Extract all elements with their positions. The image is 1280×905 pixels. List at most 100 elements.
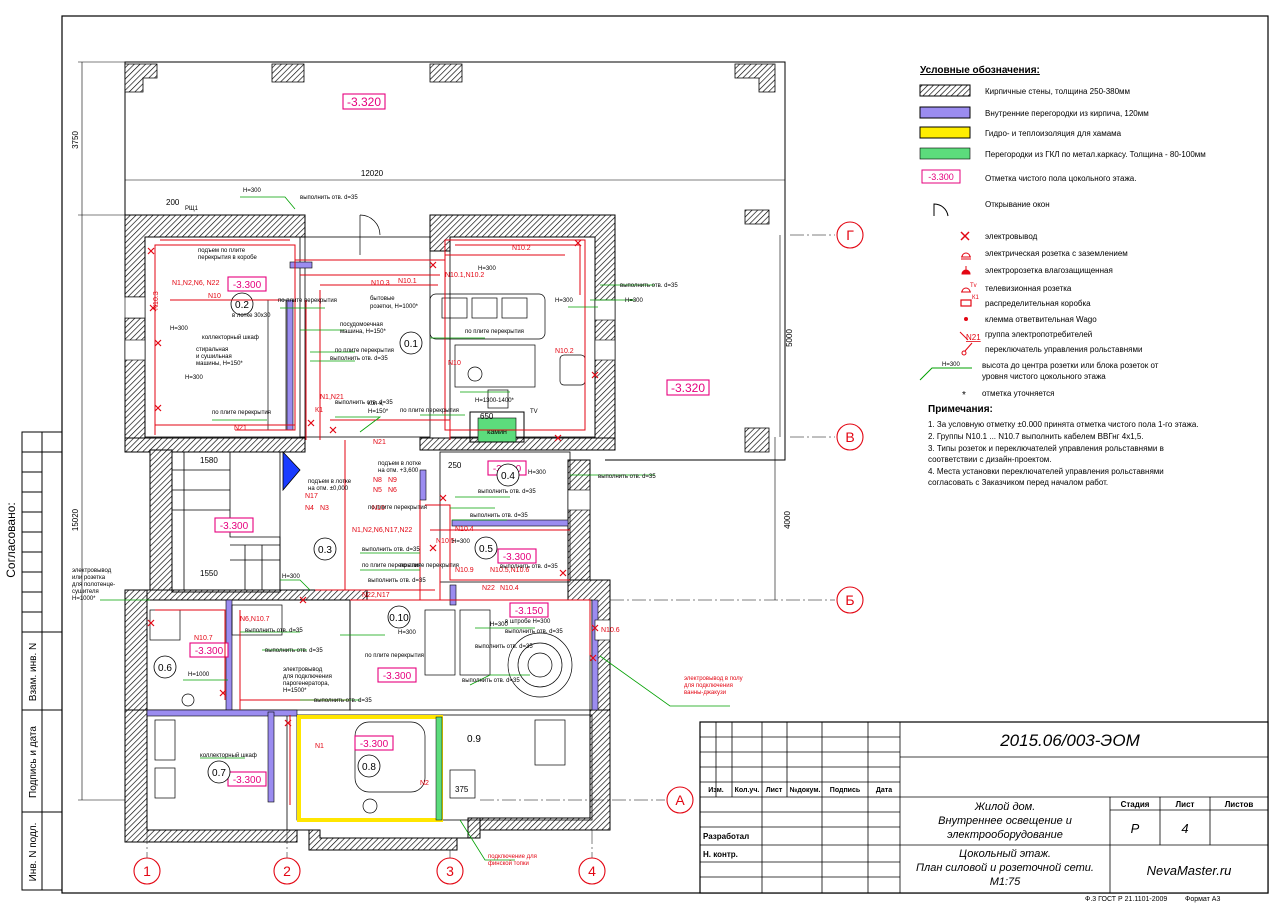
axis-3-label: 3 <box>446 863 454 879</box>
note-po-plite6: по плите перекрытия <box>368 505 427 511</box>
object-line1: Жилой дом. <box>974 801 1036 813</box>
legend-wago: клемма ответвительная Wago <box>985 315 1097 324</box>
note-elektr5: Н=1000* <box>72 596 96 602</box>
axis-2-label: 2 <box>283 863 291 879</box>
note-vanna2: для подключения <box>684 683 733 689</box>
axis-v <box>836 423 864 451</box>
note-vyp35p: выполнить отв. d=35 <box>462 678 520 684</box>
note-parogen3: парогенератора, <box>283 681 330 687</box>
note-elektr4: сушителя <box>72 589 99 595</box>
note-h300b: Н=300 <box>170 326 189 332</box>
object-line3: электрооборудование <box>947 829 1063 841</box>
junction-box-icon <box>960 299 972 307</box>
axis-1 <box>133 857 161 885</box>
note-podem-plita: подъем по плите <box>198 248 246 254</box>
circuit-n103: N10.3 <box>153 291 160 310</box>
note-h300d: Н=300 <box>555 298 574 304</box>
note-po-plite3: по плите перекрытия <box>212 410 271 416</box>
stamp-sheets-h: Листов <box>1225 800 1254 809</box>
star-icon: * <box>962 390 966 401</box>
note-vyp35f: выполнить отв. d=35 <box>598 474 656 480</box>
legend-gkl: Перегородки из ГКЛ по метал.каркасу. Тол… <box>985 150 1206 159</box>
note-h300f: Н=300 <box>478 266 497 272</box>
circuit-n10c: N10 <box>372 505 385 512</box>
circuit-n106: N10.6 <box>601 627 620 634</box>
axis-2 <box>273 857 301 885</box>
legend-box-sym: К1 <box>972 295 979 301</box>
stamp-h-kol: Кол.уч. <box>735 787 760 794</box>
fireplace-label: камин <box>487 429 507 436</box>
switch-icon <box>961 342 973 356</box>
level-room06: -3.300 <box>195 646 224 657</box>
company-name: NevaMaster.ru <box>1147 863 1232 878</box>
note-h300k: Н=300 <box>490 622 509 628</box>
fireplace: камин <box>469 411 525 443</box>
axis-a-label: А <box>675 792 685 808</box>
axis-4 <box>578 857 606 885</box>
remark-2: 2. Группы N10.1 ... N10.7 выполнить кабе… <box>928 432 1144 441</box>
note-h300h: Н=300 <box>452 539 471 545</box>
note-finsk2: финской топки <box>488 860 529 867</box>
axis-b <box>836 586 864 614</box>
object-line2: Внутреннее освещение и <box>938 815 1072 827</box>
note-podem-lotke2: подъем в лотке <box>308 479 352 485</box>
footer-format: Формат А3 <box>1185 896 1220 903</box>
level-room08: -3.300 <box>360 739 389 750</box>
tv-socket-icon <box>961 287 971 293</box>
note-kolkv: кол-к, <box>368 401 384 407</box>
stamp-stage-h: Стадия <box>1121 800 1150 809</box>
legend-title: Условные обозначения: <box>920 64 1040 76</box>
room-04: 0.4 <box>501 471 515 482</box>
footer-gost: Ф.3 ГОСТ Р 21.1101-2009 <box>1085 896 1167 903</box>
stamp-control: Н. контр. <box>703 850 738 859</box>
note-h300a: Н=300 <box>243 188 262 194</box>
dim-200: 200 <box>166 198 180 207</box>
remark-3b: соответствии с дизайн-проектом. <box>928 455 1052 464</box>
axis-3 <box>436 857 464 885</box>
circuit-n105: N10.5 <box>436 538 455 545</box>
note-po-plite9: по плите перекрытия <box>365 653 424 659</box>
legend-brick: Кирпичные стены, толщина 250-380мм <box>985 87 1130 96</box>
note-bytovye: бытовые <box>370 296 395 302</box>
note-vyp35o: выполнить отв. d=35 <box>314 698 372 704</box>
note-i-sushil: и сушильная <box>196 354 232 360</box>
circuit-n102b: N10.2 <box>555 348 574 355</box>
legend-switch: переключатель управления рольставнями <box>985 345 1142 354</box>
dim-3750: 3750 <box>71 131 80 149</box>
wago-icon <box>964 317 968 321</box>
note-mashin: машины, Н=150* <box>196 361 243 367</box>
note-vyp35b: выполнить отв. d=35 <box>330 356 388 362</box>
dim-4000: 4000 <box>783 511 792 529</box>
note-vanna3: ванны-джакузи <box>684 690 726 696</box>
dim-5000: 5000 <box>785 329 794 347</box>
inv-podl-label: Инв. N подл. <box>28 823 39 882</box>
note-vanna1: электровывод в полу <box>684 676 743 682</box>
title-line2: План силовой и розеточной сети. <box>916 862 1094 874</box>
axis-1-label: 1 <box>143 863 151 879</box>
legend-gkl-swatch <box>919 147 971 160</box>
note-po-plite4: по плите перекрытия <box>400 408 459 414</box>
note-po-plite7: по плите перекрытия <box>362 563 421 569</box>
circuit-n10104: N10.4 <box>500 585 519 592</box>
legend-socket-wet: электророзетка влагозащищенная <box>985 266 1113 275</box>
circuit-k1: К1 <box>315 407 323 414</box>
room-07: 0.7 <box>212 768 226 779</box>
note-h300g: Н=300 <box>528 470 547 476</box>
circuit-n102a: N10.2 <box>512 245 531 252</box>
note-stiral: стиральная <box>196 347 228 353</box>
room-03: 0.3 <box>318 545 332 556</box>
note-h13001400: Н=1300-1400* <box>475 398 515 404</box>
note-posud2: машина, Н=150* <box>340 329 386 335</box>
remark-1: 1. За условную отметку ±0.000 принята от… <box>928 420 1199 429</box>
circuit-n109: N10.9 <box>455 567 474 574</box>
note-vyp35c: выполнить отв. d=35 <box>335 400 393 406</box>
note-tv: TV <box>530 409 538 415</box>
room-09: 0.9 <box>467 734 481 745</box>
note-finsk1: подключение для <box>488 854 537 860</box>
note-po-plite2: по плите перекрытия <box>335 348 394 354</box>
note-kollektor2: коллекторный шкаф <box>200 752 257 759</box>
remarks: Примечания: 1. За условную отметку ±0.00… <box>928 404 1199 487</box>
room-05: 0.5 <box>479 544 493 555</box>
circuit-n107: N10.7 <box>194 635 213 642</box>
